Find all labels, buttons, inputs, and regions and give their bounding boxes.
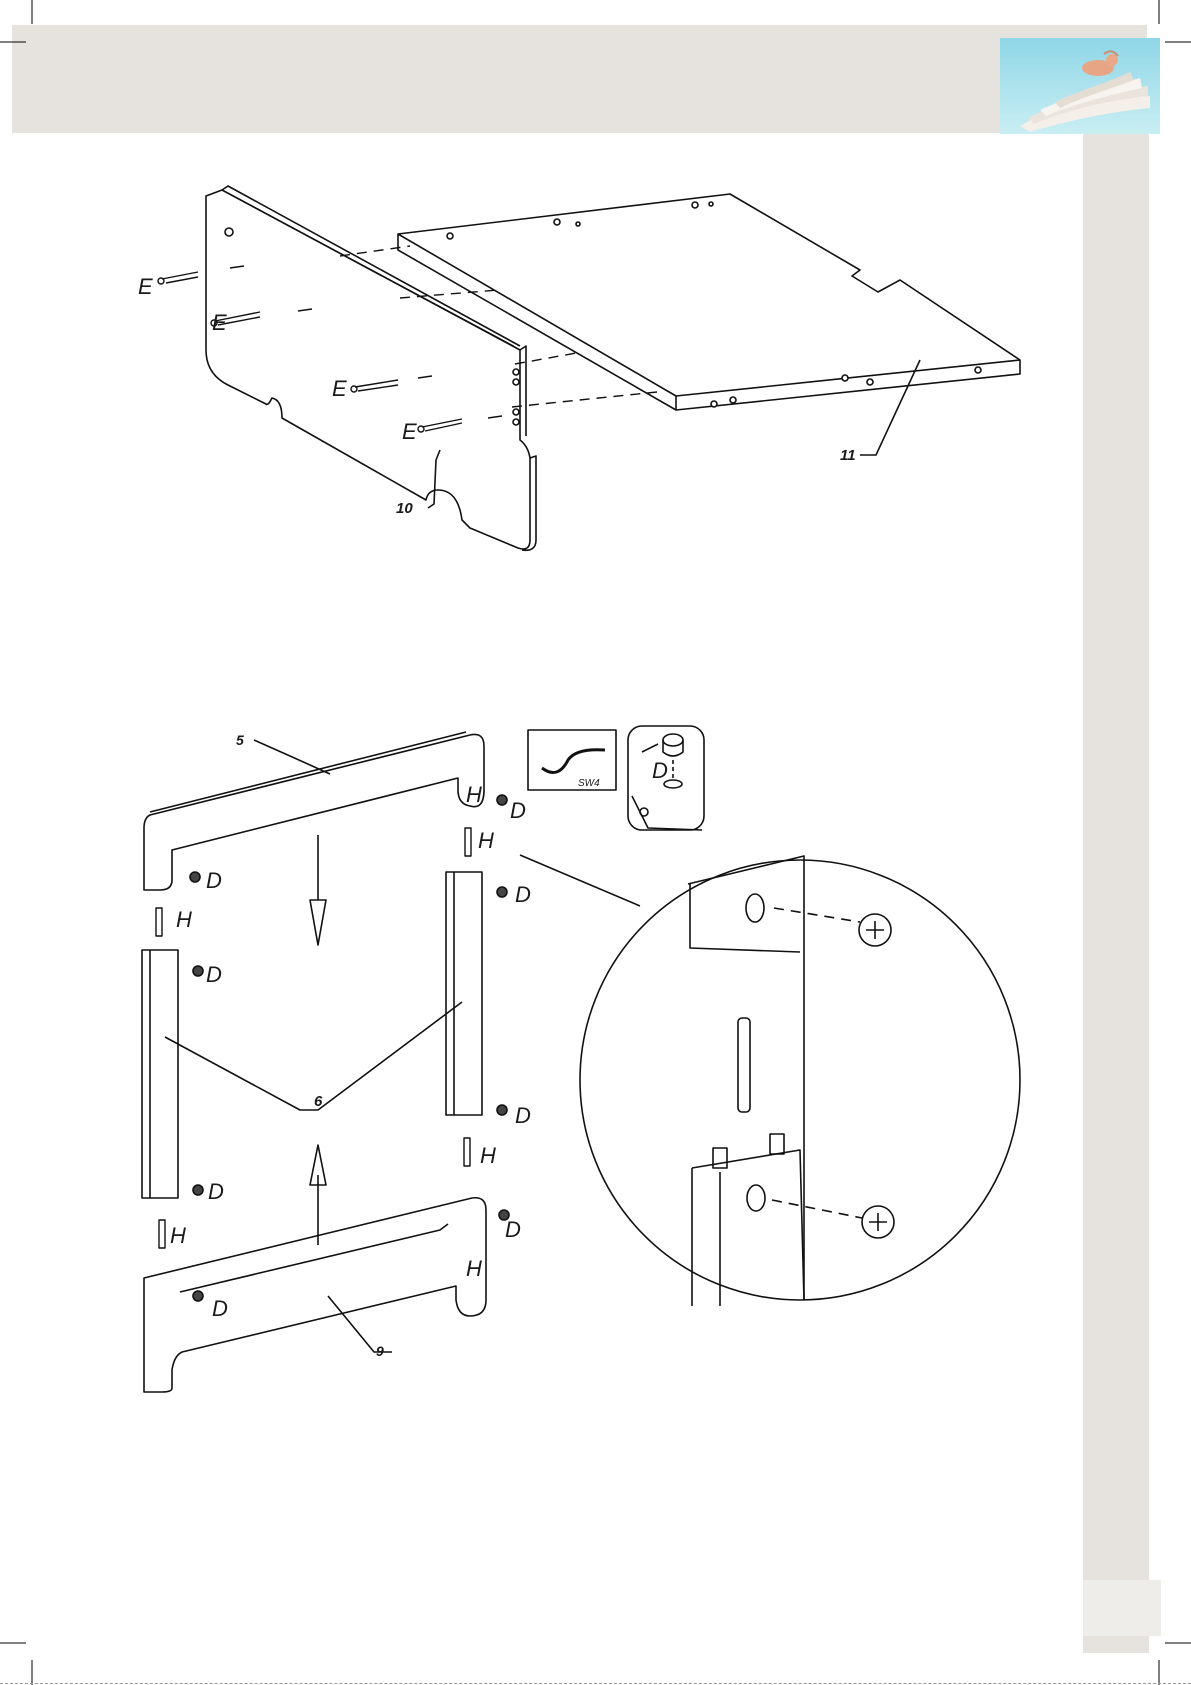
cam-label-2: D <box>206 962 222 987</box>
rail-5 <box>144 734 484 890</box>
detail-zoom-circle <box>580 860 1020 1300</box>
dowel-label-2: H <box>170 1223 186 1248</box>
post-6-left <box>142 950 178 1198</box>
part-label-6: 6 <box>314 1093 323 1110</box>
cam-label-detail: D <box>652 758 668 783</box>
bottom-dashed-rule <box>0 1683 1191 1684</box>
dowel-label-4: H <box>480 1143 496 1168</box>
dowel-label-3: H <box>478 828 494 853</box>
post-6-right <box>446 872 482 1115</box>
dowel-label-5: H <box>466 782 482 807</box>
cam-label-1: D <box>206 868 222 893</box>
tool-label: SW4 <box>578 778 600 789</box>
dowel-label-1: H <box>176 907 192 932</box>
cam-label-3: D <box>208 1179 224 1204</box>
cam-label-7: D <box>505 1217 521 1242</box>
cam-label-5: D <box>515 882 531 907</box>
cam-label-8: D <box>212 1296 228 1321</box>
part-label-9: 9 <box>376 1343 384 1359</box>
cam-label-6: D <box>515 1103 531 1128</box>
dowel-label-6: H <box>466 1256 482 1281</box>
part-label-5: 5 <box>236 732 244 748</box>
cam-label-4: D <box>510 798 526 823</box>
